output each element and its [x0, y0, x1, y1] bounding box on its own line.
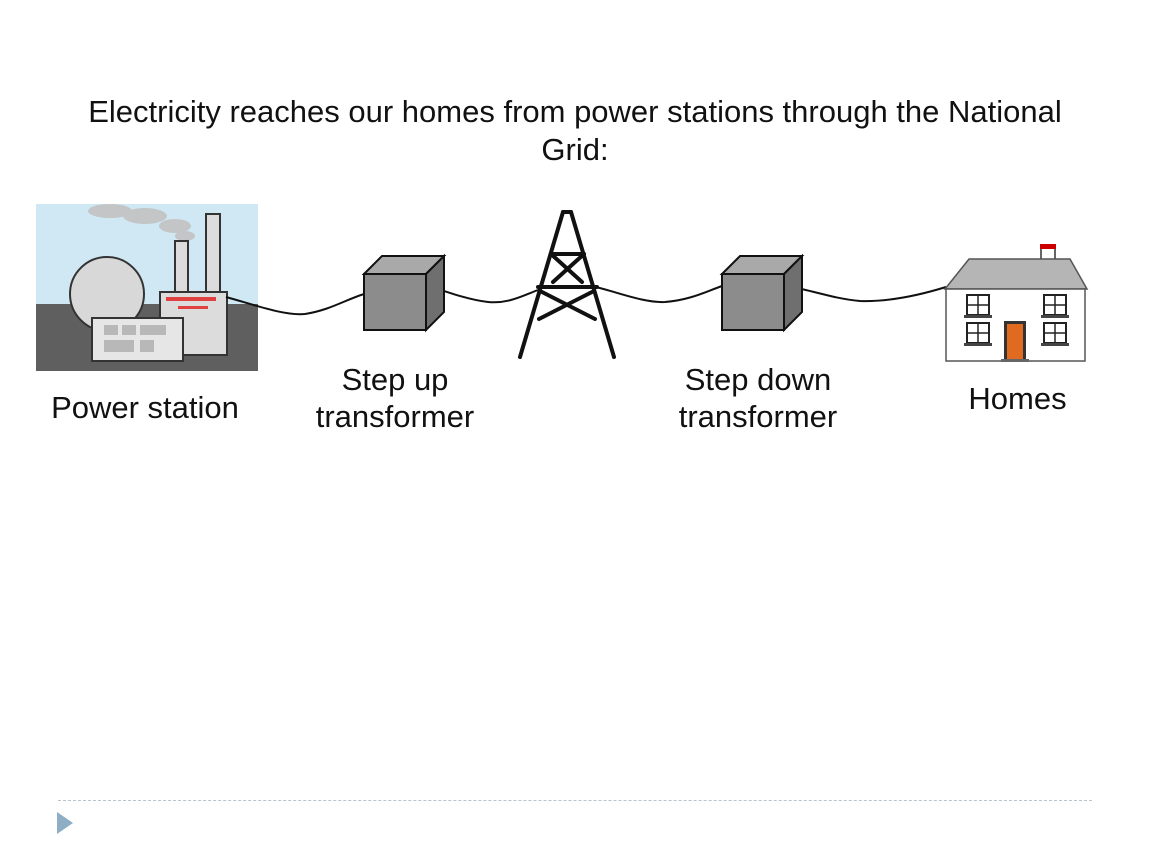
label-power-station: Power station — [51, 390, 239, 425]
cables — [225, 285, 947, 316]
power-station-icon — [36, 204, 258, 371]
label-step-down-transformer: Step down transformer — [678, 362, 838, 434]
triangle-right-icon — [57, 812, 73, 834]
house-icon — [943, 244, 1089, 362]
label-step-up-transformer: Step up transformer — [315, 362, 475, 434]
pylon-icon — [518, 210, 616, 359]
transformer-cube-icon — [719, 253, 805, 333]
slide-title: Electricity reaches our homes from power… — [88, 94, 1062, 167]
transformer-cube-icon — [361, 253, 447, 333]
label-homes: Homes — [968, 381, 1067, 416]
footer-divider — [58, 800, 1092, 801]
